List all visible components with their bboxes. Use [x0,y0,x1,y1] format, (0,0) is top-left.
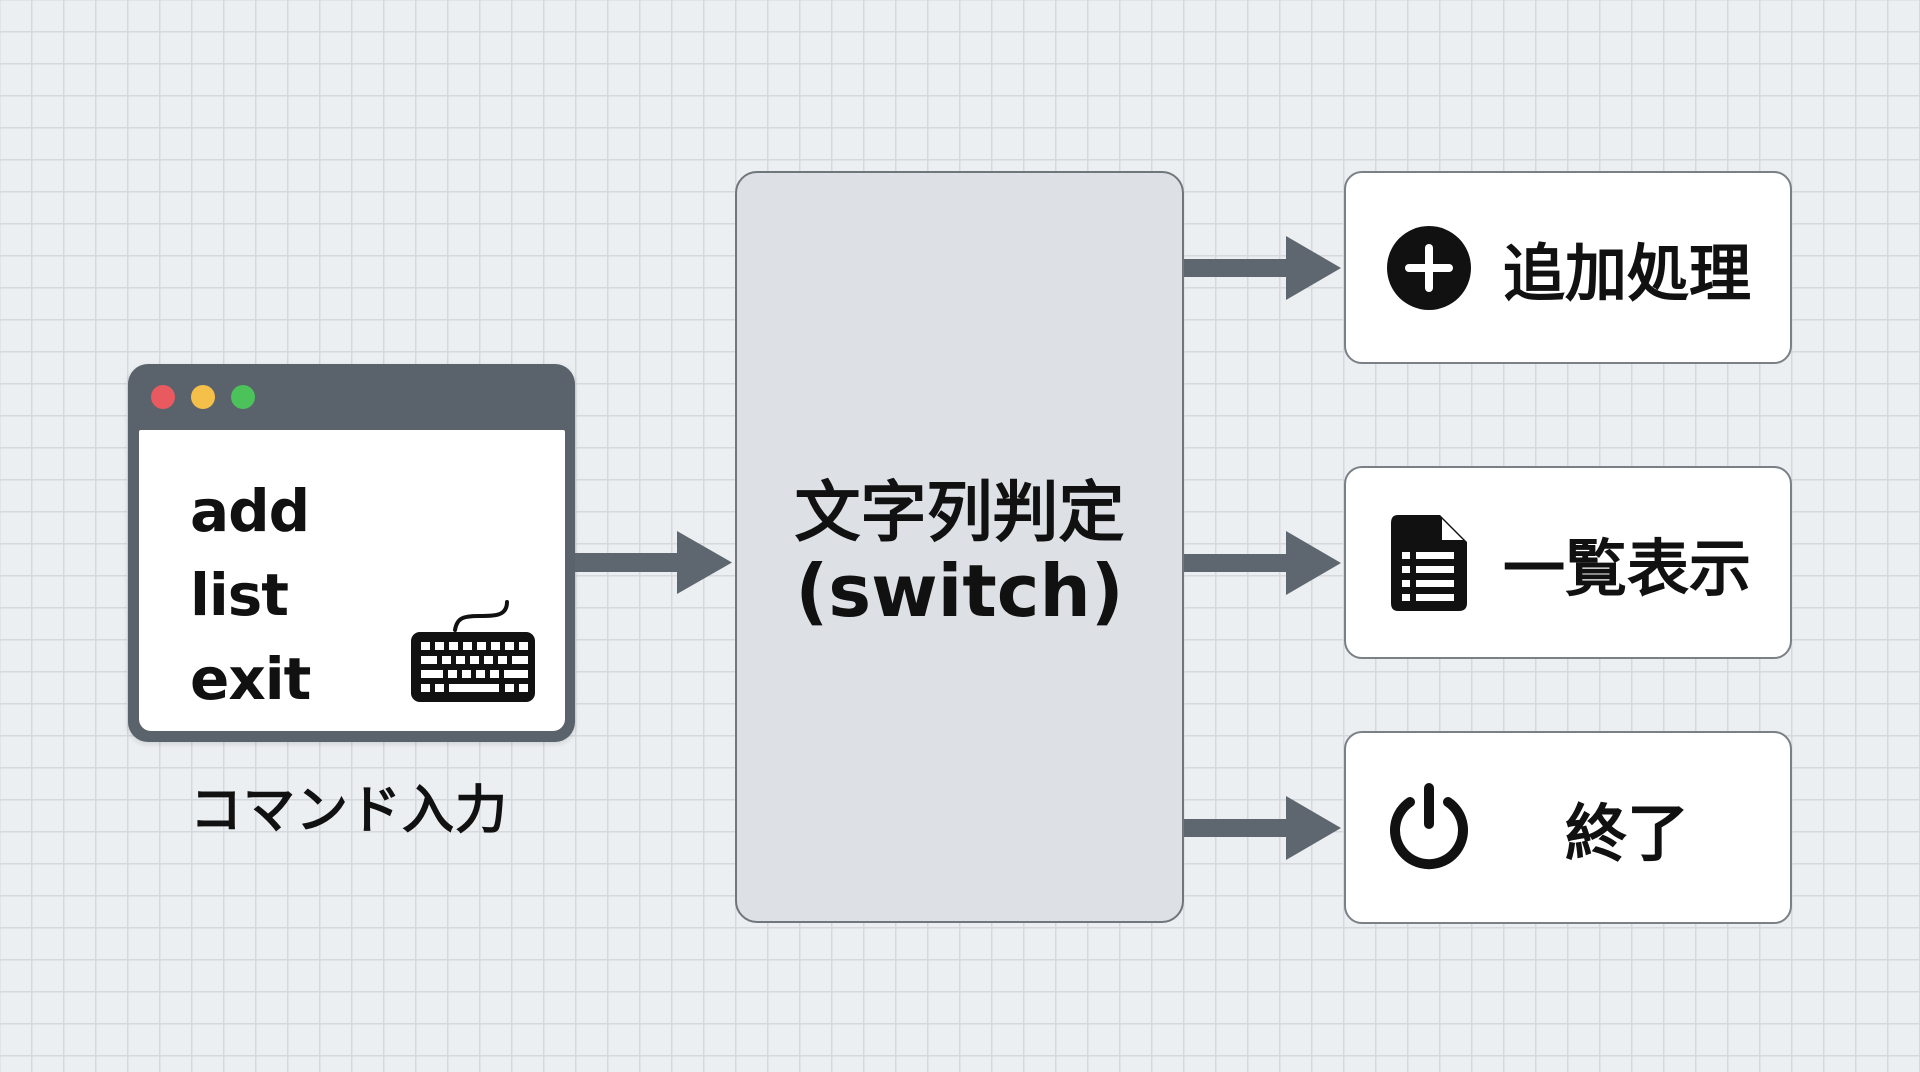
command-input-label: コマンド入力 [190,781,509,841]
output-exit-box: 終了 [1344,731,1792,924]
power-icon [1390,782,1468,869]
plus-circle-icon [1387,225,1471,310]
arrow-to-add [1184,236,1341,300]
output-exit-label: 終了 [1564,796,1689,870]
document-list-icon [1391,514,1467,611]
command-list: list [190,561,289,629]
decision-subtitle: (switch) [795,549,1124,634]
window-maximize-dot [231,385,255,409]
command-input-window: add list exit [128,364,575,742]
output-list-box: 一覧表示 [1344,466,1792,659]
keyboard-icon [411,600,535,702]
arrow-to-list [1184,531,1341,595]
window-content: add list exit [139,430,565,731]
output-list-label: 一覧表示 [1502,531,1751,605]
command-exit: exit [190,645,311,713]
output-add-label: 追加処理 [1502,236,1751,310]
decision-switch-box: 文字列判定 (switch) [735,171,1184,923]
window-close-dot [151,385,175,409]
arrow-input-to-decision [575,531,732,594]
command-add: add [190,477,310,545]
window-minimize-dot [191,385,215,409]
arrow-to-exit [1184,796,1341,860]
decision-title: 文字列判定 [794,474,1125,551]
output-add-box: 追加処理 [1344,171,1792,364]
